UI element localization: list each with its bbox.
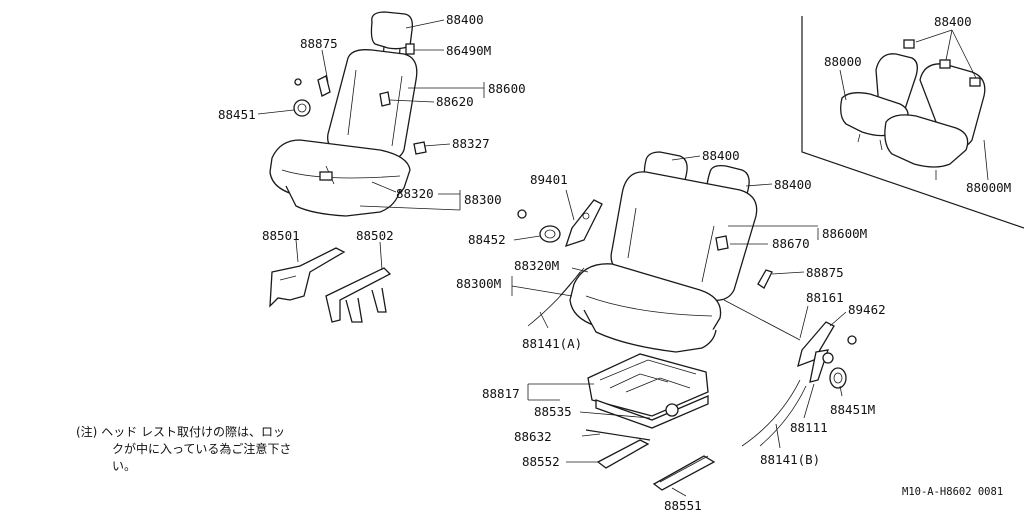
part-labels: 88400 86490M 88875 88600 88620 88451 883… (218, 12, 1011, 513)
label-88161: 88161 (806, 290, 844, 305)
label-88400-rear-right: 88400 (774, 177, 812, 192)
label-88875-front: 88875 (300, 36, 338, 51)
label-88632: 88632 (514, 429, 552, 444)
label-88111: 88111 (790, 420, 828, 435)
sheet-code: M10-A-H8602 0081 (902, 486, 1004, 498)
rear-seat-drawing (517, 151, 857, 447)
label-88400-inset: 88400 (934, 14, 972, 29)
label-88451m: 88451M (830, 402, 875, 417)
note-prefix: (注) (76, 425, 98, 439)
label-88535: 88535 (534, 404, 572, 419)
label-89462: 89462 (848, 302, 886, 317)
label-88400-front: 88400 (446, 12, 484, 27)
note-line-2: クが中に入っている為ご注意下さ (112, 442, 292, 456)
label-88141a: 88141(A) (522, 336, 582, 351)
label-88551: 88551 (664, 498, 702, 513)
label-88327: 88327 (452, 136, 490, 151)
front-seat-rails (269, 239, 392, 323)
label-88670: 88670 (772, 236, 810, 251)
label-88620: 88620 (436, 94, 474, 109)
label-88452: 88452 (468, 232, 506, 247)
label-88400-rear-left: 88400 (702, 148, 740, 163)
label-88600: 88600 (488, 81, 526, 96)
rear-seat-leaders (511, 155, 847, 497)
label-88502: 88502 (356, 228, 394, 243)
note-line-1: ヘッド レスト取付けの際は、ロッ (101, 425, 286, 439)
label-88141b: 88141(B) (760, 452, 820, 467)
label-88320m: 88320M (514, 258, 559, 273)
label-89401: 89401 (530, 172, 568, 187)
label-88552: 88552 (522, 454, 560, 469)
installation-note: (注) ヘッド レスト取付けの際は、ロッ クが中に入っている為ご注意下さ い。 (76, 424, 291, 475)
rear-seat-frame (585, 353, 716, 491)
label-88501: 88501 (262, 228, 300, 243)
label-88300m: 88300M (456, 276, 501, 291)
inset-rear-seats (801, 16, 1024, 229)
label-88600m: 88600M (822, 226, 867, 241)
label-88300: 88300 (464, 192, 502, 207)
label-88817: 88817 (482, 386, 520, 401)
note-line-3: い。 (112, 459, 137, 473)
label-88451: 88451 (218, 107, 256, 122)
label-88320: 88320 (396, 186, 434, 201)
label-88875-rear: 88875 (806, 265, 844, 280)
label-88000m: 88000M (966, 180, 1011, 195)
front-seat-leaders (257, 19, 485, 211)
front-seat-drawing (269, 11, 427, 217)
label-88000: 88000 (824, 54, 862, 69)
label-86490m: 86490M (446, 43, 491, 58)
